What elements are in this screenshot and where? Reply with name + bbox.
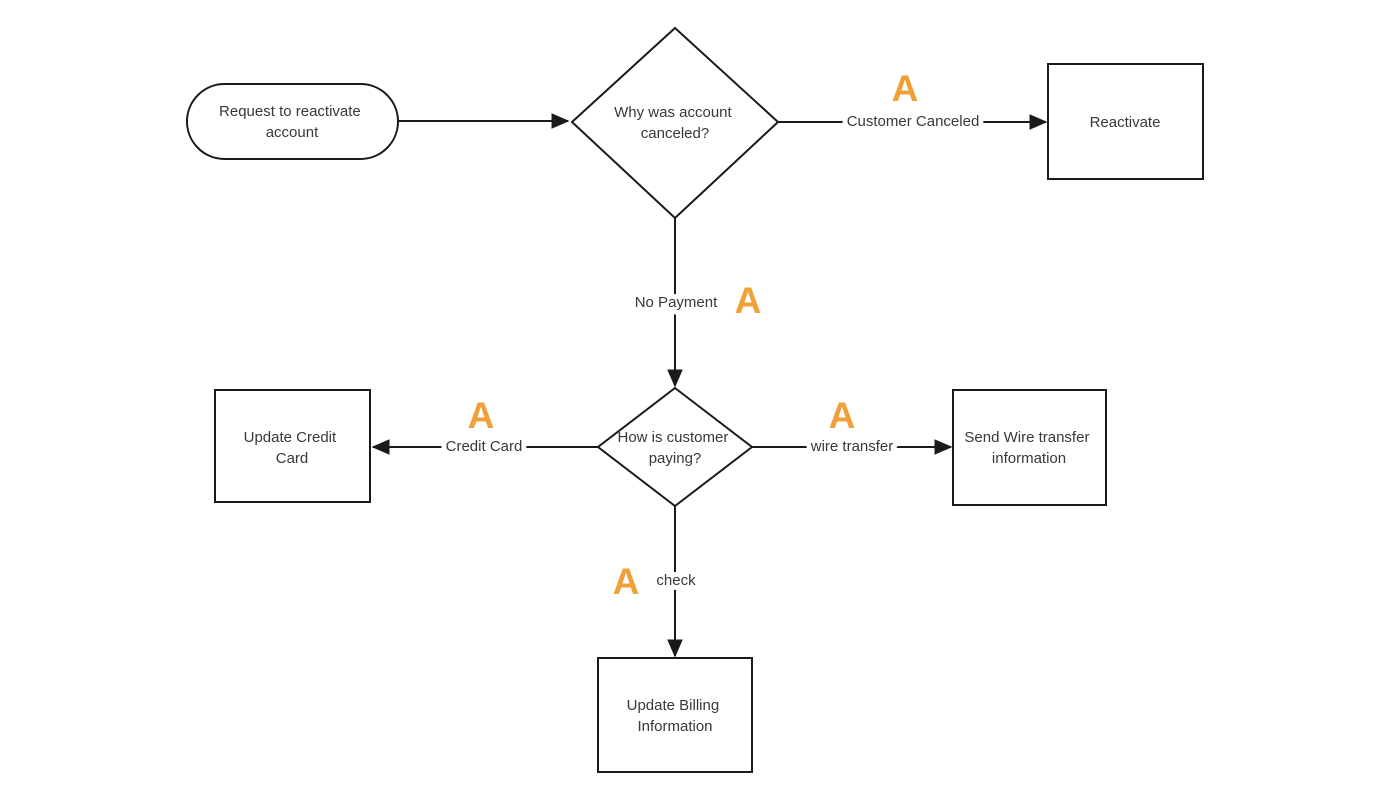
process-update-credit-card-label: Update Credit Card <box>244 429 341 467</box>
process-reactivate <box>1047 63 1204 180</box>
branch-marker-no-payment: A <box>735 280 762 321</box>
process-update-billing <box>597 657 753 773</box>
edge-label-check: check <box>656 572 696 589</box>
branch-marker-wire-transfer: A <box>829 395 856 436</box>
terminator-request-reactivate <box>186 83 399 160</box>
branch-marker-customer-canceled: A <box>892 68 919 109</box>
process-send-wire-info-label: Send Wire transfer information <box>964 429 1093 467</box>
process-send-wire-info <box>952 389 1107 506</box>
decision-how-customer-paying-label: How is customer paying? <box>617 429 732 467</box>
edge-label-no-payment: No Payment <box>635 294 718 311</box>
branch-marker-credit-card: A <box>468 395 495 436</box>
edge-label-credit-card: Credit Card <box>446 438 523 455</box>
edge-label-customer-canceled: Customer Canceled <box>847 113 980 130</box>
terminator-request-reactivate-label: Request to reactivate account <box>219 103 365 141</box>
process-update-credit-card <box>214 389 371 503</box>
branch-marker-check: A <box>613 561 640 602</box>
decision-why-account-canceled-label: Why was account canceled? <box>614 104 736 142</box>
edge-label-wire-transfer: wire transfer <box>810 438 894 455</box>
decision-why-account-canceled <box>570 26 780 220</box>
process-update-billing-label: Update Billing Information <box>627 697 724 735</box>
process-reactivate-label: Reactivate <box>1090 114 1161 131</box>
decision-how-customer-paying <box>596 386 754 508</box>
